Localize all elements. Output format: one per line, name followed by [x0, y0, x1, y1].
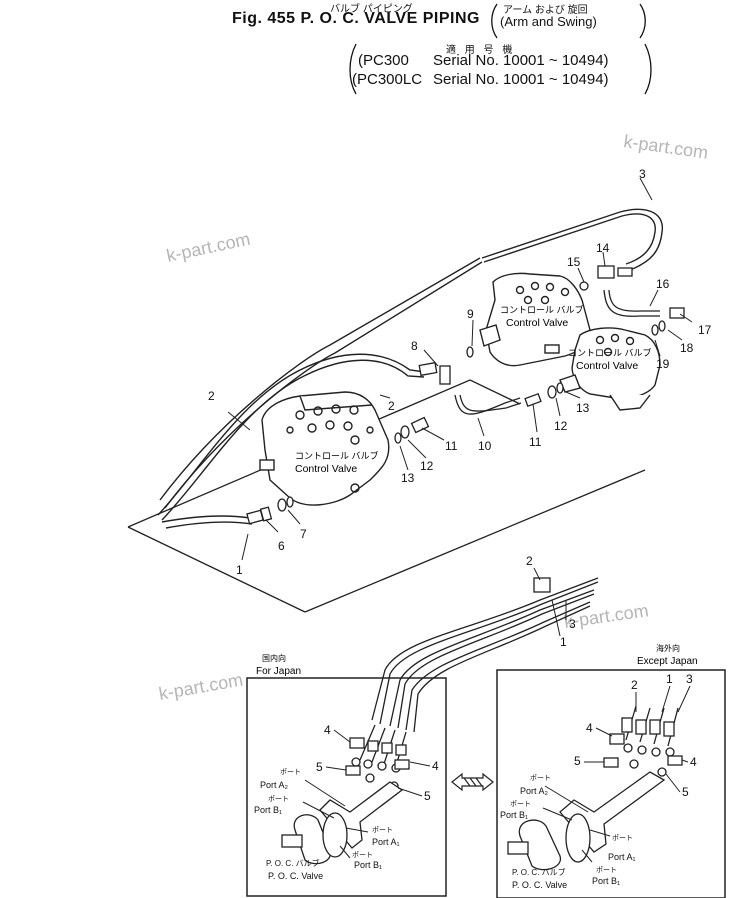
inset-japan-port-a1: Port A₁	[372, 837, 400, 847]
header-brackets	[349, 3, 652, 95]
inset-export-leaders	[542, 685, 691, 863]
inset-japan-valve: P. O. C. Valve	[268, 871, 323, 881]
model-pc300: (PC300	[358, 52, 409, 69]
control-valve-lower-jp: コントロール バルブ	[568, 347, 652, 358]
callout-2-right: 2	[388, 399, 395, 413]
model-pc300lc: (PC300LC	[352, 71, 423, 88]
inset-japan-port-jp-3: ポート	[372, 826, 393, 834]
inset-japan-callout-5a: 5	[316, 760, 323, 774]
inset-export-callout-5a: 5	[574, 754, 581, 768]
callout-3-lower: 3	[569, 617, 576, 631]
inset-japan-leaders	[302, 729, 431, 859]
callout-11-right: 11	[529, 435, 542, 449]
callout-7: 7	[300, 527, 307, 541]
callout-8: 8	[411, 339, 418, 353]
inset-export-callout-1: 1	[666, 672, 673, 686]
callout-2-left: 2	[208, 389, 215, 403]
control-valve-upper	[479, 272, 591, 367]
serial-pc300: Serial No. 10001 ~ 10494)	[433, 52, 609, 69]
title-japanese: バルブ パイピング	[330, 4, 413, 15]
watermark-4: k-part.com	[157, 669, 244, 703]
descending-pipes	[371, 577, 599, 733]
inset-export-drawing	[507, 705, 683, 871]
callout-10: 10	[478, 439, 492, 453]
control-valve-main	[259, 391, 390, 506]
callout-2-lower: 2	[526, 554, 533, 568]
inset-japan-valve-jp: P. O. C. バルブ	[266, 858, 320, 868]
inset-export-port-jp-2: ポート	[510, 800, 531, 808]
callout-11-left: 11	[445, 439, 458, 453]
main-callouts: 1 2 2 3 6 7 8 9 10 11 11 12 12 13 13 14 …	[208, 167, 712, 577]
inset-export-callout-2: 2	[631, 678, 638, 692]
inset-japan-callout-4b: 4	[432, 759, 439, 773]
callout-1-lower: 1	[560, 635, 567, 649]
control-valve-main-jp: コントロール バルブ	[295, 450, 379, 461]
inset-japan-frame	[246, 677, 447, 897]
figure-title: Fig. 455 P. O. C. VALVE PIPING	[232, 10, 480, 27]
inset-export-frame	[496, 669, 726, 898]
inset-japan-callout-5b: 5	[424, 789, 431, 803]
inset-export-valve-jp: P. O. C. バルブ	[512, 867, 566, 877]
callout-16: 16	[656, 277, 670, 291]
callout-19: 19	[656, 357, 670, 371]
control-valve-main-label: Control Valve	[295, 463, 357, 475]
inset-export-valve: P. O. C. Valve	[512, 880, 567, 890]
inset-export-callout-5b: 5	[682, 785, 689, 799]
inset-export-port-a1: Port A₁	[608, 852, 636, 862]
serial-pc300lc: Serial No. 10001 ~ 10494)	[433, 71, 609, 88]
inset-japan-drawing	[281, 724, 410, 865]
inset-japan-port-a2: Port A₂	[260, 780, 289, 790]
inset-japan-port-b1b: Port B₁	[354, 860, 382, 870]
inset-export-title: Except Japan	[637, 656, 698, 667]
callout-12-right: 12	[554, 419, 568, 433]
control-valve-lower	[559, 327, 661, 411]
inset-export-port-a2: Port A₂	[520, 786, 549, 796]
callout-13-left: 13	[401, 471, 415, 485]
watermark-2: k-part.com	[165, 229, 252, 266]
lower-leaders	[533, 567, 567, 637]
callout-18: 18	[680, 341, 694, 355]
watermark-3: k-part.com	[563, 600, 650, 632]
inset-export-callout-3: 3	[686, 672, 693, 686]
subtitle-japanese: アーム および 旋回	[503, 5, 588, 16]
inset-export-title-jp: 海外向	[656, 643, 680, 653]
control-valve-upper-label: Control Valve	[506, 317, 568, 329]
upper-pipes	[157, 208, 664, 529]
callout-6: 6	[278, 539, 285, 553]
double-arrow-icon	[451, 772, 494, 792]
inset-export-port-b1b: Port B₁	[592, 876, 620, 886]
inset-japan-port-b1: Port B₁	[254, 805, 282, 815]
inset-export-callout-4a: 4	[586, 721, 593, 735]
inset-export-callout-4b: 4	[690, 755, 697, 769]
inset-export-port-jp-4: ポート	[596, 866, 617, 874]
callout-9: 9	[467, 307, 474, 321]
inset-japan-callout-4a: 4	[324, 723, 331, 737]
inset-export-port-jp-3: ポート	[612, 834, 633, 842]
leader-lines	[227, 177, 693, 561]
control-valve-upper-jp: コントロール バルブ	[500, 304, 584, 315]
inset-japan-port-jp-4: ポート	[352, 851, 373, 859]
callout-12-left: 12	[420, 459, 434, 473]
callout-15: 15	[567, 255, 581, 269]
inset-japan-title-jp: 国内向	[262, 653, 286, 663]
applicable-label-japanese: 適 用 号 機	[446, 45, 516, 56]
subtitle: (Arm and Swing)	[500, 14, 597, 29]
inset-japan-title: For Japan	[256, 666, 301, 677]
ground-plane	[127, 379, 646, 613]
inset-japan-port-jp-2: ポート	[268, 795, 289, 803]
watermark-1: k-part.com	[622, 131, 709, 163]
inset-export-port-jp-1: ポート	[530, 774, 551, 782]
callout-14: 14	[596, 241, 610, 255]
inset-export-port-b1: Port B₁	[500, 810, 528, 820]
control-valve-lower-label: Control Valve	[576, 360, 638, 372]
callout-13-right: 13	[576, 401, 590, 415]
callout-1: 1	[236, 563, 243, 577]
fittings	[246, 265, 685, 525]
callout-17: 17	[698, 323, 712, 337]
inset-japan-port-jp-1: ポート	[280, 768, 301, 776]
callout-3: 3	[639, 167, 646, 181]
